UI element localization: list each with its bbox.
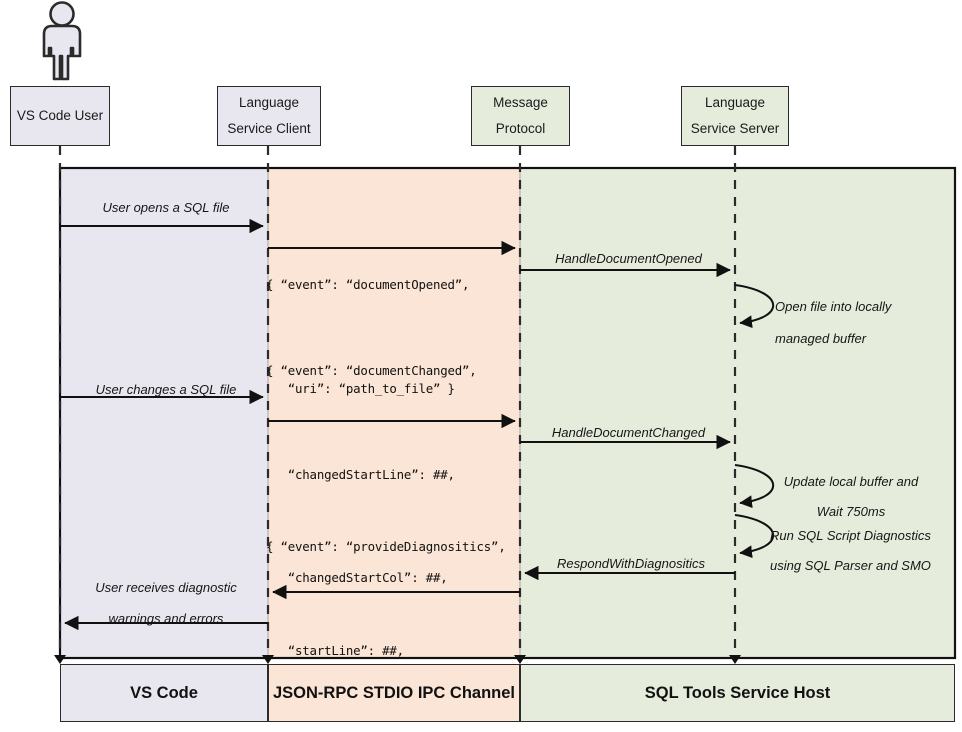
note-open-file-buffer-line1: Open file into locally bbox=[775, 299, 892, 314]
lifelines-dashed bbox=[58, 146, 737, 660]
message-label-user-receives-diagnostics-line1: User receives diagnostic bbox=[95, 580, 237, 595]
band-ipc bbox=[268, 168, 520, 658]
lifeline-head-language-service-client-line2: Service Client bbox=[227, 121, 311, 136]
footer-service-host[interactable]: SQL Tools Service Host bbox=[520, 664, 955, 722]
self-loop-run-diagnostics bbox=[734, 514, 775, 559]
note-open-file-buffer-line2: managed buffer bbox=[775, 331, 867, 346]
lifeline-head-message-protocol[interactable]: Message Protocol bbox=[471, 86, 570, 146]
lifeline-head-message-protocol-line2: Protocol bbox=[495, 121, 546, 136]
footer-vs-code[interactable]: VS Code bbox=[60, 664, 268, 722]
self-loop-update-buffer-wait bbox=[734, 464, 775, 509]
note-open-file-buffer: Open file into locally managed buffer bbox=[775, 291, 891, 355]
json-line: { “event”: “provideDiagnositics”, bbox=[266, 539, 506, 554]
message-label-user-receives-diagnostics-line2: warnings and errors bbox=[108, 611, 224, 626]
footer-connector-ticks bbox=[54, 655, 741, 664]
note-update-buffer-wait-line1: Update local buffer and bbox=[783, 474, 919, 489]
json-payload-provide-diagnositics: { “event”: “provideDiagnositics”, “start… bbox=[266, 461, 506, 732]
message-label-user-changes-sql-file-line1: User changes a SQL file bbox=[95, 382, 237, 397]
lifeline-head-vscode-user-line1: VS Code User bbox=[16, 107, 104, 123]
band-outline bbox=[58, 166, 957, 660]
footer-ipc-channel-label: JSON-RPC STDIO IPC Channel bbox=[272, 683, 516, 702]
footer-ipc-channel[interactable]: JSON-RPC STDIO IPC Channel bbox=[268, 664, 520, 722]
note-run-diagnostics-line2: using SQL Parser and SMO bbox=[770, 558, 931, 573]
json-line: “startLine”: ##, bbox=[266, 642, 404, 658]
json-line: { “event”: “documentOpened”, bbox=[266, 277, 470, 292]
json-line: { “event”: “documentChanged”, bbox=[266, 363, 477, 378]
message-label-handle-document-opened-line1: HandleDocumentOpened bbox=[555, 251, 702, 266]
footer-vs-code-label: VS Code bbox=[130, 683, 198, 702]
message-label-user-opens-sql-file-line1: User opens a SQL file bbox=[102, 200, 230, 215]
message-label-handle-document-changed: HandleDocumentChanged bbox=[527, 425, 730, 440]
message-label-respond-with-diagnositics: RespondWithDiagnositics bbox=[527, 556, 735, 571]
json-line: “changedStartLine”: ##, bbox=[266, 466, 455, 482]
lifeline-head-vscode-user[interactable]: VS Code User bbox=[10, 86, 110, 146]
person-icon bbox=[42, 1, 82, 81]
note-run-diagnostics-line1: Run SQL Script Diagnostics bbox=[770, 528, 931, 543]
note-update-buffer-wait-line2: Wait 750ms bbox=[816, 504, 886, 519]
message-label-user-opens-sql-file: User opens a SQL file bbox=[68, 200, 264, 215]
message-arrows bbox=[60, 218, 735, 631]
json-line: “changedStartCol”: ##, bbox=[266, 570, 448, 585]
self-loop-open-file-buffer bbox=[734, 284, 775, 329]
message-label-user-changes-sql-file: User changes a SQL file bbox=[68, 382, 264, 397]
activation-bands bbox=[58, 166, 957, 660]
band-vscode bbox=[60, 168, 268, 658]
lifeline-head-language-service-server-line2: Service Server bbox=[690, 121, 780, 136]
note-update-buffer-wait: Update local buffer and Wait 750ms bbox=[775, 467, 927, 527]
message-label-handle-document-changed-line1: HandleDocumentChanged bbox=[551, 425, 706, 440]
band-service bbox=[520, 168, 955, 658]
self-loops bbox=[734, 284, 775, 559]
note-run-diagnostics: Run SQL Script Diagnostics using SQL Par… bbox=[770, 521, 931, 581]
message-label-respond-with-diagnositics-line1: RespondWithDiagnositics bbox=[556, 556, 705, 571]
lifeline-head-message-protocol-line1: Message bbox=[493, 94, 548, 110]
message-label-handle-document-opened: HandleDocumentOpened bbox=[527, 251, 730, 266]
footer-service-host-label: SQL Tools Service Host bbox=[644, 683, 831, 702]
lifeline-head-language-service-server-line1: Language bbox=[704, 94, 766, 110]
json-payload-document-opened: { “event”: “documentOpened”, “uri”: “pat… bbox=[266, 199, 469, 475]
message-label-user-receives-diagnostics: User receives diagnostic warnings and er… bbox=[66, 572, 266, 634]
lifeline-head-language-service-client[interactable]: Language Service Client bbox=[217, 86, 321, 146]
json-line: “uri”: “path_to_file” } bbox=[266, 380, 455, 396]
lifeline-head-language-service-server[interactable]: Language Service Server bbox=[681, 86, 789, 146]
lifeline-head-language-service-client-line1: Language bbox=[238, 94, 300, 110]
